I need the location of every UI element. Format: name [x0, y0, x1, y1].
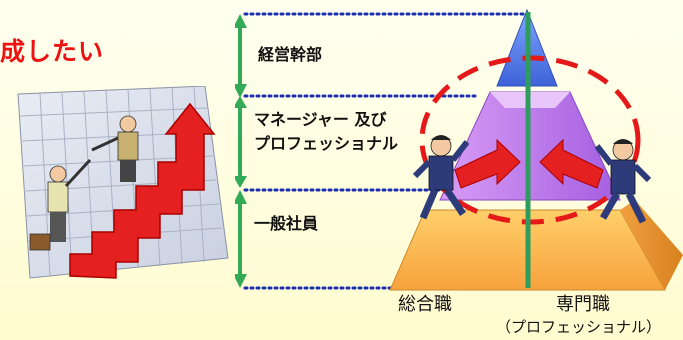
level-range-arrows	[235, 14, 247, 288]
headline-text: 成したい	[0, 37, 105, 66]
level-label-general-staff: 一般社員	[254, 214, 319, 233]
level-label-managers-line1: マネージャー 及び	[254, 110, 387, 129]
level-label-managers-line2: プロフェッショナル	[254, 134, 399, 153]
businessman-right	[594, 139, 652, 224]
axis-label-specialist: 専門職	[556, 294, 610, 315]
climbing-man-lower	[29, 158, 92, 251]
growth-arrow-clipart	[17, 86, 229, 279]
businessman-left	[412, 135, 470, 220]
career-pyramid-diagram	[235, 8, 683, 291]
axis-sublabel-professional: （プロフェッショナル）	[496, 318, 662, 336]
level-label-executives: 経営幹部	[258, 45, 323, 64]
inward-arrows	[454, 138, 604, 189]
climbing-man-upper	[91, 115, 139, 182]
axis-label-generalist: 総合職	[398, 294, 452, 315]
